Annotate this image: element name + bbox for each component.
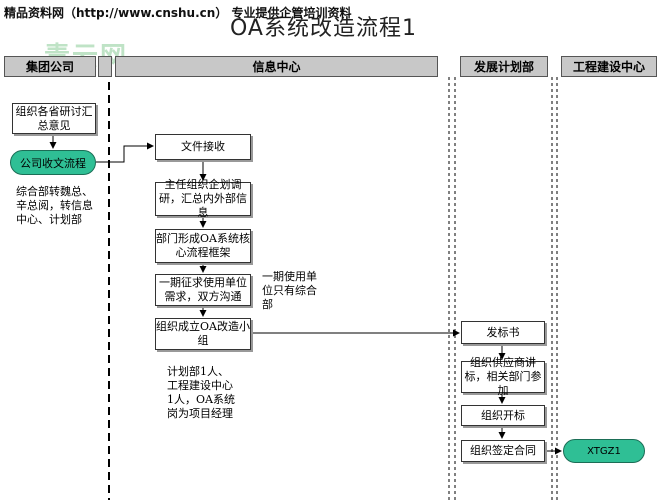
- box-survey: 一期征求使用单位需求，双方沟通: [155, 274, 251, 306]
- note-single-unit: 一期使用单位只有综合部: [262, 270, 317, 311]
- box-supplier-pitch: 组织供应商讲标，相关部门参加: [461, 356, 545, 397]
- lane-header-planning: 发展计划部: [460, 56, 548, 77]
- box-file-receive: 文件接收: [155, 134, 251, 160]
- box-research: 主任组织企划调研，汇总内外部信息: [155, 178, 251, 219]
- box-collect-opinions: 组织各省研讨汇总意见: [12, 103, 96, 134]
- lane-header-engineering: 工程建设中心: [561, 56, 657, 77]
- box-bid-open: 组织开标: [461, 405, 545, 426]
- pill-doc-receive-flow: 公司收文流程: [10, 150, 96, 175]
- lane-header-spacer: [98, 56, 112, 77]
- note-forward: 综合部转魏总、辛总阅，转信息中心、计划部: [16, 185, 93, 226]
- box-contract: 组织签定合同: [461, 440, 545, 462]
- pill-xtgz1: XTGZ1: [563, 439, 645, 463]
- box-tender: 发标书: [461, 321, 545, 344]
- lane-header-group: 集团公司: [4, 56, 96, 77]
- watermark-text: 精品资料网（http://www.cnshu.cn） 专业提供企管培训资料: [4, 6, 352, 20]
- box-framework: 部门形成OA系统核心流程框架: [155, 229, 251, 263]
- page-title: OA系统改造流程1: [230, 16, 417, 41]
- box-team: 组织成立OA改造小组: [155, 318, 251, 350]
- note-team-members: 计划部1人、工程建设中心1人，OA系统岗为项目经理: [167, 365, 235, 420]
- arrow-docflow-receive: [96, 142, 154, 163]
- lane-header-info-center: 信息中心: [115, 56, 438, 77]
